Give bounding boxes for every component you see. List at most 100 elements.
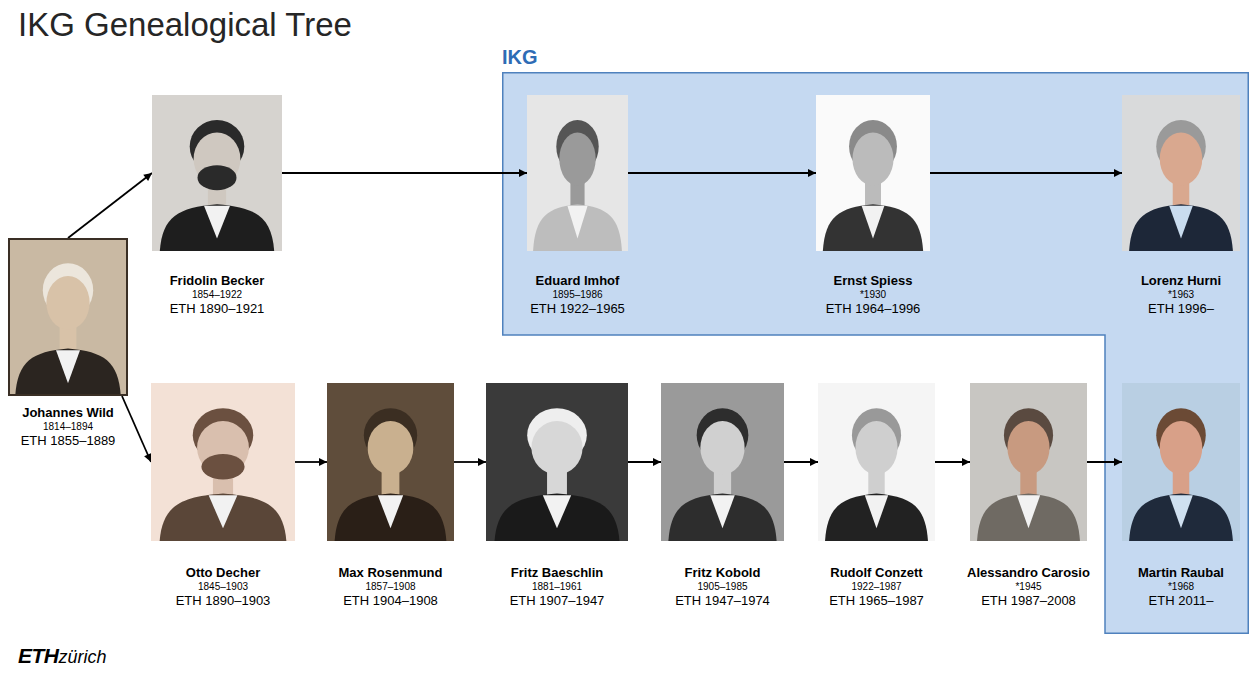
person-card: Max Rosenmund1857–1908ETH 1904–1908: [325, 383, 456, 608]
person-card: Lorenz Hurni*1963ETH 1996–: [1120, 95, 1242, 316]
person-card: Ernst Spiess*1930ETH 1964–1996: [814, 95, 932, 316]
portrait-face: [852, 132, 893, 185]
eth-tenure: ETH 1965–1987: [829, 593, 924, 608]
portrait-ground: [151, 383, 295, 541]
person-name: Fridolin Becker: [170, 273, 265, 288]
portrait-ground: [527, 95, 628, 251]
portrait-body: [825, 494, 928, 541]
logo-holder: ETHzürich: [18, 644, 107, 669]
portrait-face: [700, 421, 744, 475]
caption-block: Fritz Baeschlin1881–1961ETH 1907–1947: [484, 541, 630, 608]
eth-tenure: ETH 1855–1889: [21, 433, 116, 448]
portrait-shirt: [56, 350, 80, 383]
portrait-shirt: [1169, 206, 1193, 239]
life-dates: *1930: [860, 288, 886, 301]
portrait-ground: [486, 383, 628, 541]
portrait-drawing: [1122, 95, 1240, 251]
portrait-photo: [152, 95, 282, 251]
region-shape: [503, 73, 1249, 634]
life-dates: 1854–1922: [192, 288, 242, 301]
person-name: Martin Raubal: [1138, 565, 1224, 580]
eth-tenure: ETH 1890–1921: [170, 301, 265, 316]
caption-block: Martin Raubal*1968ETH 2011–: [1120, 541, 1242, 608]
portrait-photo: [816, 95, 930, 251]
portrait-face: [559, 132, 595, 185]
portrait-ground: [152, 95, 282, 251]
lineage-arrow: [784, 461, 818, 463]
life-dates: 1814–1894: [43, 420, 93, 433]
portrait-shirt: [865, 495, 888, 528]
portrait-ground: [327, 383, 454, 541]
person-card: Eduard Imhof1895–1986ETH 1922–1965: [525, 95, 630, 316]
life-dates: 1857–1908: [365, 580, 415, 593]
portrait-photo: [661, 383, 784, 541]
person-name: Eduard Imhof: [536, 273, 620, 288]
portrait-body: [335, 494, 447, 541]
portrait-face: [46, 276, 89, 330]
portrait-ground: [8, 238, 128, 396]
life-dates: *1945: [1015, 580, 1041, 593]
portrait-drawing: [527, 95, 628, 251]
portrait-face: [1007, 421, 1049, 475]
person-card: Otto Decher1845–1903ETH 1890–1903: [149, 383, 297, 608]
person-name: Alessandro Carosio: [967, 565, 1090, 580]
portrait-photo: [527, 95, 628, 251]
person-card: Fritz Kobold1905–1985ETH 1947–1974: [659, 383, 786, 608]
portrait-drawing: [327, 383, 454, 541]
portrait-body: [160, 494, 287, 541]
person-card: Rudolf Conzett1922–1987ETH 1965–1987: [816, 383, 937, 608]
lineage-arrow: [454, 461, 486, 463]
eth-tenure: ETH 1890–1903: [176, 593, 271, 608]
lineage-arrow: [930, 172, 1122, 174]
eth-tenure: ETH 1964–1996: [826, 301, 921, 316]
portrait-body: [977, 494, 1080, 541]
portrait-ground: [661, 383, 784, 541]
portrait-drawing: [1122, 383, 1240, 541]
portrait-face: [368, 421, 414, 475]
person-name: Otto Decher: [186, 565, 260, 580]
lineage-arrow: [628, 461, 661, 463]
portrait-drawing: [970, 383, 1087, 541]
life-dates: *1963: [1168, 288, 1194, 301]
region-heading: IKG: [502, 45, 538, 69]
portrait-beard: [201, 454, 244, 479]
person-name: Max Rosenmund: [338, 565, 442, 580]
portrait-face: [855, 421, 897, 475]
portrait-body: [668, 494, 776, 541]
eth-tenure: ETH 1907–1947: [510, 593, 605, 608]
person-card: Fritz Baeschlin1881–1961ETH 1907–1947: [484, 383, 630, 608]
portrait-shirt: [567, 206, 587, 239]
caption-block: Eduard Imhof1895–1986ETH 1922–1965: [525, 251, 630, 316]
caption-block: Johannes Wild1814–1894ETH 1855–1889: [6, 396, 130, 448]
portrait-ground: [1122, 383, 1240, 541]
portrait-ground: [816, 95, 930, 251]
portrait-ground: [1122, 95, 1240, 251]
caption-block: Lorenz Hurni*1963ETH 1996–: [1120, 251, 1242, 316]
portrait-shirt: [543, 495, 571, 528]
person-name: Johannes Wild: [22, 405, 114, 420]
portrait-shirt: [1169, 495, 1193, 528]
portrait-drawing: [152, 95, 282, 251]
lineage-arrow: [1087, 461, 1122, 463]
life-dates: 1881–1961: [532, 580, 582, 593]
portrait-drawing: [818, 383, 935, 541]
portrait-shirt: [1017, 495, 1040, 528]
eth-tenure: ETH 2011–: [1149, 593, 1214, 608]
eth-tenure: ETH 1947–1974: [675, 593, 770, 608]
life-dates: 1895–1986: [552, 288, 602, 301]
lineage-arrow: [282, 172, 527, 174]
lineage-arrow: [68, 173, 152, 238]
portrait-face: [1160, 132, 1202, 185]
portrait-body: [823, 204, 923, 251]
portrait-body: [495, 494, 620, 541]
portrait-photo: [486, 383, 628, 541]
person-name: Ernst Spiess: [834, 273, 913, 288]
portrait-body: [533, 204, 622, 251]
portrait-body: [160, 204, 274, 251]
portrait-photo: [327, 383, 454, 541]
caption-block: Fridolin Becker1854–1922ETH 1890–1921: [150, 251, 284, 316]
portrait-drawing: [486, 383, 628, 541]
portrait-drawing: [661, 383, 784, 541]
person-name: Fritz Baeschlin: [511, 565, 603, 580]
